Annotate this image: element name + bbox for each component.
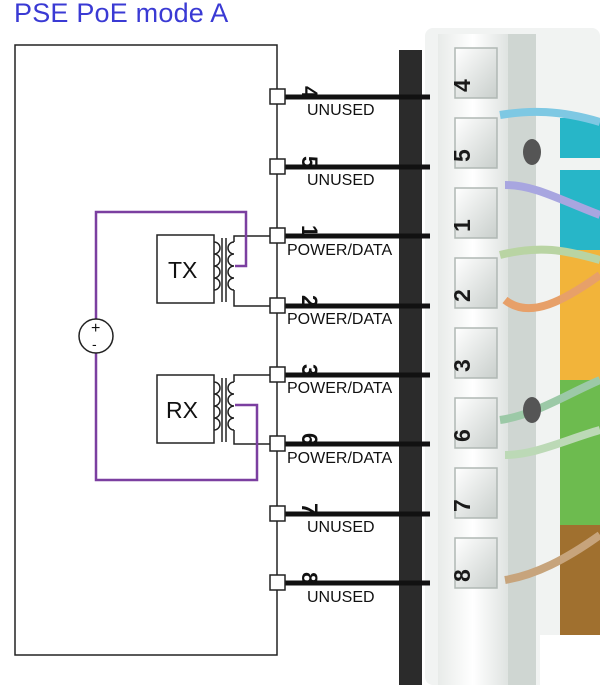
terminal-pin-4: [269, 88, 286, 105]
jack-housing-bar: [399, 50, 422, 685]
pin-number-5: 5: [297, 156, 322, 168]
jack-number-3: 3: [449, 359, 475, 372]
pin-label-2: POWER/DATA: [287, 311, 393, 328]
terminal-pin-1: [269, 227, 286, 244]
stripe-blue-white: [560, 118, 600, 158]
rx-primary-coil: [213, 381, 221, 431]
jack-number-7: 7: [449, 499, 475, 512]
power-path-negative: [94, 352, 259, 482]
pin-label-6: POWER/DATA: [287, 450, 393, 467]
tx-lead-top: [233, 235, 270, 242]
jack-number-4: 4: [449, 79, 475, 92]
jack-slot-lower: [523, 397, 541, 423]
tx-secondary-coil: [227, 241, 235, 291]
pin-wires: [269, 88, 430, 591]
dc-power-source: + -: [78, 318, 114, 354]
pin-number-6: 6: [297, 433, 322, 445]
pin-number-7: 7: [297, 503, 322, 515]
wire-green-white: [499, 376, 600, 424]
wire-orange: [502, 271, 600, 313]
tx-primary-coil: [213, 241, 221, 291]
rx-transformer: RX: [156, 374, 270, 445]
jack-number-6: 6: [449, 429, 475, 442]
terminal-pin-5: [269, 158, 286, 175]
wire-brown-white: [504, 531, 600, 584]
jack-slot-upper: [523, 139, 541, 165]
pin-label-8: UNUSED: [307, 589, 375, 606]
pin-label-7: UNUSED: [307, 519, 375, 536]
terminal-pin-7: [269, 505, 286, 522]
terminal-pin-2: [269, 297, 286, 314]
pin-label-3: POWER/DATA: [287, 380, 393, 397]
terminal-pin-8: [269, 574, 286, 591]
rx-label: RX: [166, 397, 198, 423]
pin-labels: 4 UNUSED 5 UNUSED 1 POWER/DATA 2 POWER/D…: [287, 86, 393, 606]
stripe-brown: [560, 575, 600, 635]
stripe-orange: [560, 250, 600, 380]
stripe-green: [560, 440, 600, 525]
pin-number-4: 4: [297, 86, 322, 99]
pin-number-2: 2: [297, 295, 322, 307]
wire-orange-white: [499, 245, 600, 264]
pin-label-5: UNUSED: [307, 172, 375, 189]
terminal-pin-6: [269, 435, 286, 452]
jack-number-5: 5: [449, 149, 475, 162]
tx-box: [156, 234, 215, 304]
tx-transformer: TX: [156, 234, 270, 307]
tx-lead-bottom: [233, 290, 270, 307]
power-path-positive: [94, 210, 248, 320]
rj45-jack-illustration: 4 5 1 2 3 6 7 8: [425, 28, 600, 685]
rx-lead-top: [233, 374, 270, 382]
power-source-minus: -: [92, 336, 97, 352]
tx-label: TX: [168, 257, 197, 283]
pin-number-3: 3: [297, 364, 322, 376]
jack-number-8: 8: [449, 569, 475, 582]
jack-number-2: 2: [449, 289, 475, 302]
jack-edge: [508, 34, 536, 685]
jack-bottom: [540, 635, 600, 685]
jack-number-1: 1: [449, 219, 475, 232]
pin-number-1: 1: [297, 225, 322, 237]
rx-box: [156, 374, 215, 444]
wire-blue: [504, 181, 600, 219]
power-source-circle: [78, 318, 114, 354]
wire-blue-white: [499, 107, 600, 126]
power-source-plus: +: [91, 320, 100, 337]
pin-label-4: UNUSED: [307, 102, 375, 119]
pse-box: [14, 44, 278, 656]
rx-secondary-coil: [227, 381, 235, 431]
pin-label-1: POWER/DATA: [287, 242, 393, 259]
jack-tabs: [454, 47, 541, 589]
wire-green: [504, 426, 600, 459]
terminal-pin-3: [269, 366, 286, 383]
pin-number-8: 8: [297, 572, 322, 584]
diagram-title: PSE PoE mode A: [14, 0, 229, 28]
